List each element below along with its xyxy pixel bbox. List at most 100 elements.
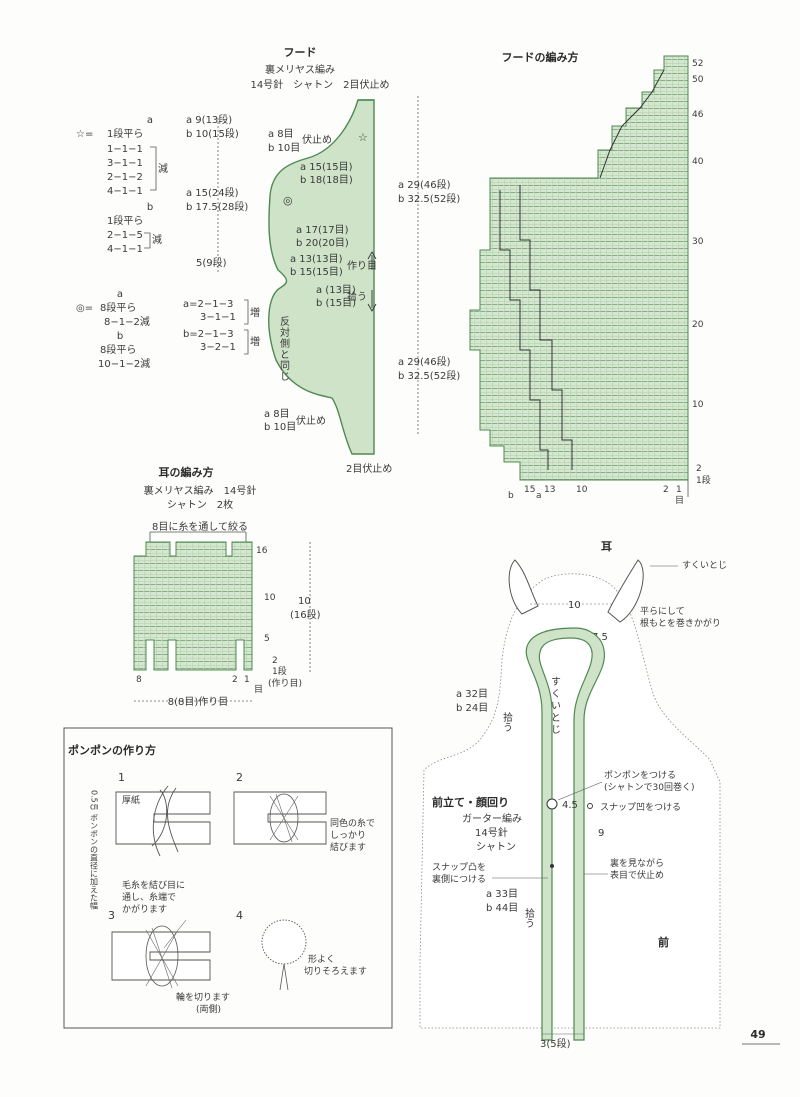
hood-inc-b2: 3−2−1 — [200, 342, 236, 353]
hood-down-arrow — [367, 290, 377, 312]
hood-chart-col-a: a — [536, 491, 542, 501]
star-a-row: 3−1−1 — [107, 158, 143, 169]
pompom-s3-top: 通し、糸端で — [122, 891, 176, 903]
circle-a-row: 8段平ら — [100, 301, 136, 314]
three-label: 3(5段) — [540, 1037, 571, 1050]
ear-spec2: シャトン 2枚 — [167, 498, 233, 511]
star-a-row: 1段平ら — [107, 127, 143, 140]
pompom-card-2 — [233, 791, 327, 845]
hira-label: 根もとを巻きかがり — [640, 617, 721, 629]
star-b-label: b — [147, 202, 153, 213]
nine-label: 9 — [598, 828, 604, 839]
ear-height-a: 10 — [298, 596, 311, 607]
snap-con-label: 4.5 — [562, 800, 578, 811]
pompom-yarn-1 — [151, 785, 179, 857]
ear-col-label: 2 — [232, 675, 238, 685]
ear-row-label: 1段 — [272, 665, 287, 677]
snap-vex-note: スナップ凸を — [432, 862, 486, 873]
maedate-title: 前立て・顔回り — [432, 795, 509, 809]
a33-label: a 33目 — [486, 889, 518, 900]
hira-label: 平らにして — [640, 606, 685, 617]
hood-inc-mark: 増 — [250, 306, 260, 319]
pompom-s4: 切りそろえます — [304, 966, 367, 977]
ear-left — [508, 559, 539, 615]
garter-label: ガーター編み — [462, 812, 522, 825]
hood-chart-row-label: 1段 — [696, 474, 711, 486]
hood-mid-b: b 17.5(28段) — [186, 200, 248, 213]
hood-s17a: a 17(17目) — [296, 225, 349, 236]
hood-s15a: a 15(15目) — [300, 162, 353, 173]
hood-bo: 伏止め — [302, 133, 332, 146]
hood-chart-row-label: 46 — [692, 110, 704, 120]
pompom-s1-b: 0.5㎝ ボンボンの直径に加えた幅 — [90, 790, 99, 910]
pompom-yarn-2b — [269, 793, 299, 843]
star-a-row: 4−1−1 — [107, 186, 143, 197]
sukui2-label: すくいとじ — [549, 676, 561, 736]
ura-note: 裏を見ながら — [610, 857, 664, 869]
ear-row-label: 2 — [272, 656, 278, 666]
hood-right-bot-b: b 32.5(52段) — [398, 369, 460, 382]
ear-right — [607, 559, 644, 623]
hood-bot-b: b 10目 — [264, 422, 296, 433]
circle-a-label: a — [117, 289, 123, 300]
pompom-s3-bot: 輪を切ります — [176, 991, 230, 1003]
hood-tsukuri: 作り目 — [347, 260, 377, 272]
pompom-leader — [557, 781, 603, 801]
hood-s13b: b 15(15目) — [290, 267, 343, 278]
hood-hirou: 拾う — [347, 290, 367, 303]
hood-inc-b1: b=2−1−3 — [183, 329, 234, 340]
star-a-bracket — [150, 146, 157, 191]
hood-p13b: b (15目) — [316, 298, 356, 309]
hood-chart-grid — [469, 55, 689, 481]
front-label: 前 — [658, 935, 669, 949]
hood-title: フード — [284, 46, 317, 59]
ear-row-label: 10 — [264, 593, 276, 603]
ear-height-b: (16段) — [290, 608, 321, 621]
hood-chart-row-label: 2 — [696, 464, 702, 474]
hood-chart-row-label: 52 — [692, 59, 703, 69]
pompom-s4: 形よく — [308, 953, 335, 965]
star-legend-mark: ☆= — [76, 129, 93, 140]
pompom-note: (シャトンで30回巻く) — [604, 781, 694, 793]
pompom-step: 1 — [118, 771, 125, 784]
star-b-row: 1段平ら — [107, 214, 143, 227]
hood-p13a: a (13目) — [316, 285, 356, 296]
hood-bot-bo: 伏止め — [296, 414, 326, 427]
pompom-yarn-3 — [145, 925, 179, 987]
pompom-s3-top: 毛糸を結び目に — [122, 879, 185, 891]
pompom-yarn-2 — [269, 793, 299, 843]
star-a-row: 1−1−1 — [107, 144, 143, 155]
ear-grid — [133, 541, 253, 671]
sukui-label: すくいとじ — [682, 560, 727, 571]
snap-vex-note: 裏側につける — [432, 873, 486, 885]
ear-col-label: 目 — [254, 684, 263, 695]
needle-label: 14号針 — [475, 826, 508, 839]
pompom-step: 2 — [236, 771, 243, 784]
hood-right-bot-a: a 29(46段) — [398, 355, 451, 368]
hood-bo-b: b 10目 — [268, 143, 300, 154]
hood-chart-top-line — [599, 69, 665, 179]
seven-label: 7.5 — [592, 632, 608, 643]
ear-title: 耳の編み方 — [159, 465, 214, 479]
b44-label: b 44目 — [486, 903, 518, 914]
ear-label: 耳 — [601, 540, 612, 553]
hood-hantai: 反対側と同じ — [278, 316, 290, 382]
snap-convex-icon — [550, 864, 554, 868]
double-circle-icon: ◎ — [283, 194, 293, 207]
ear-row-label: 16 — [256, 546, 268, 556]
pompom-s2: 同色の糸で — [330, 817, 375, 829]
pompom-box — [63, 727, 393, 1029]
circle-legend-mark: ◎= — [76, 303, 93, 314]
hood-chart-row-label: 10 — [692, 400, 704, 410]
hood-inc-bracket — [244, 299, 249, 355]
ear-col-label: 8 — [136, 675, 142, 685]
star-b-row: 2−1−5 — [107, 230, 143, 241]
star-a-dec: 減 — [158, 162, 168, 175]
hood-chart-row-label: 40 — [692, 157, 704, 167]
circle-b-label: b — [117, 331, 123, 342]
hood-top-a: a 9(13段) — [186, 113, 232, 126]
pompom-s2: 結びます — [330, 841, 366, 853]
pompom-card-1 — [115, 791, 211, 845]
